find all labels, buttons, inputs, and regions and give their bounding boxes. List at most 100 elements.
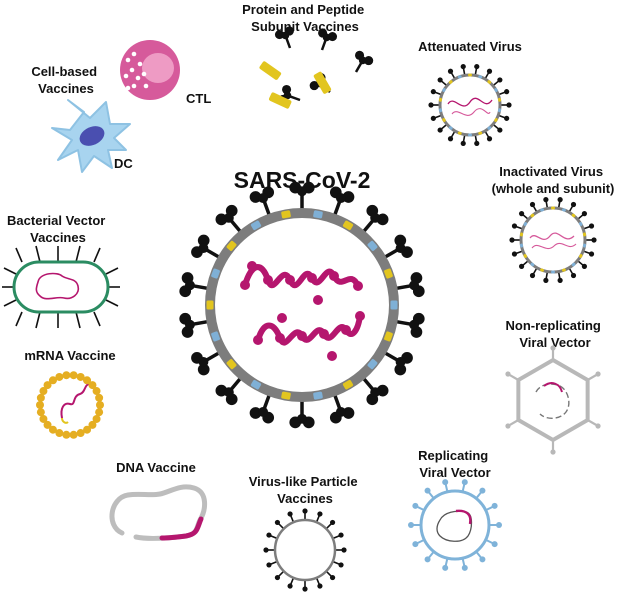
spike [384,234,413,259]
spike-head [509,237,515,243]
spike-head [581,263,588,269]
spike-head-core [297,186,307,197]
spike-head [263,547,269,553]
nucleocapsid-dot [263,275,273,285]
bacterial-cell [12,260,110,314]
membrane-protein [384,268,393,279]
lipid-dot [36,408,45,417]
nucleocapsid-dot [329,271,339,281]
spike [191,234,220,259]
label-nonrep: Non-replicating Viral Vector [506,318,605,350]
lipid-dot [76,429,85,438]
peptide-bar [259,61,282,80]
spike-head-core [258,406,269,417]
spike-head-lobe [394,234,407,247]
granule [123,73,129,79]
membrane-protein [494,118,498,122]
spike-head [266,562,272,568]
spike [289,181,315,209]
membrane-protein [551,270,555,274]
fiber-knob [505,423,511,429]
spike-head [302,508,308,514]
flagellum [15,311,23,327]
spike-head [329,519,336,526]
label-line: Cell-based [31,64,97,79]
lipid-dot [62,430,71,439]
vector-envelope [419,489,491,561]
spike-head [491,502,498,509]
lipid-dot [88,420,97,429]
spike-head [424,556,431,563]
flagellum [3,267,17,275]
spike [215,377,242,406]
spike [329,394,355,424]
dc-nucleus [79,126,105,146]
flagellum [75,311,81,329]
membrane-protein [457,131,462,135]
spike [274,26,294,49]
spike-head [529,201,536,208]
spike [396,312,425,338]
fiber-knob [550,345,556,351]
replicating-vector-illustration [408,479,502,571]
spike-head [581,211,588,217]
spike-head [529,272,536,279]
nucleocapsid-dot [277,313,287,323]
spike [179,312,208,338]
spike-head-lobe [394,363,407,376]
nucleocapsid-dot [341,325,351,335]
label-ctl: CTL [186,91,211,106]
spike-head [497,77,503,83]
granule [131,83,137,89]
spike-head-lobe [249,407,262,419]
spike [191,351,220,376]
membrane-protein [519,243,524,248]
nucleocapsid-dot [313,295,323,305]
label-line: Vaccines [30,230,86,245]
membrane-protein [582,243,587,248]
label-inactivated: Inactivated Virus (whole and subunit) [492,164,615,196]
membrane-protein [578,254,583,258]
inactivated-virus-illustration [509,197,597,283]
spike-head [424,487,431,494]
granule [125,57,131,63]
label-vlp: Virus-like Particle Vaccines [249,474,362,506]
spike-head [430,115,436,121]
label-line: Vaccines [277,491,333,506]
capsid [516,357,590,443]
spike-head [338,532,344,538]
membrane-protein [211,268,220,279]
lipid-dot [39,414,48,423]
replicating-vector-genome [436,510,473,542]
label-bacterial: Bacterial Vector Vaccines [7,213,109,245]
label-line: Attenuated Virus [418,39,522,54]
spike [362,204,389,233]
membrane-protein [487,80,492,84]
spike-head [442,564,449,571]
label-line: Replicating [418,448,488,463]
nucleocapsid-dot [285,275,295,285]
nucleocapsid-dot [307,273,317,283]
nucleocapsid-dot [353,281,363,291]
spike-head [557,197,563,203]
ctl-nucleus [142,53,174,83]
spike-head-lobe [342,191,355,203]
spike-head [430,89,436,95]
spike-head-lobe [249,191,262,203]
granule [129,67,135,73]
mrna-tail [61,417,69,424]
membrane-protein [438,108,443,113]
spike-head [461,479,468,486]
fiber-knob [595,371,601,377]
fiber-knob [550,449,556,455]
membrane-protein [571,213,576,218]
inactivated-rna [529,232,575,241]
membrane-protein [226,240,237,251]
membrane-protein [250,379,262,390]
inactivated-rna [531,242,577,250]
membrane-protein [530,213,535,218]
spike-head [504,115,510,121]
membrane-protein [342,379,354,390]
spike-head [479,556,486,563]
